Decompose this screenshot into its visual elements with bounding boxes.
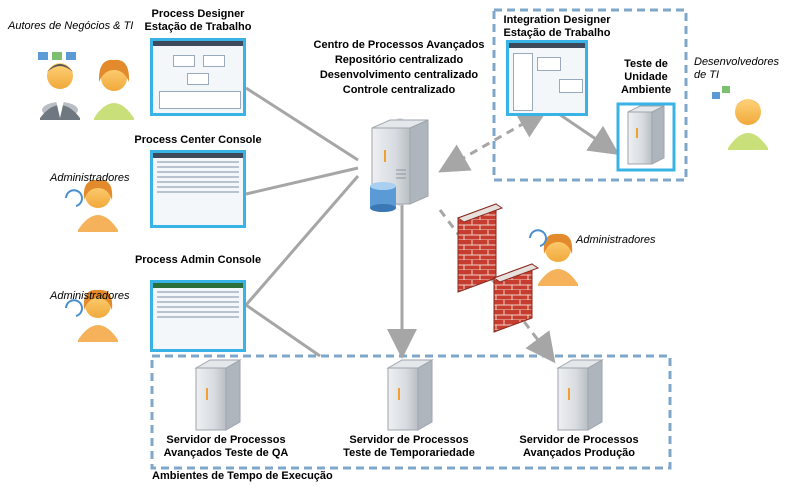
qa-server-line-2: Avançados Teste de QA [163, 447, 289, 459]
staging-server-icon [386, 359, 434, 431]
staging-server-line-1: Servidor de Processos [349, 434, 469, 446]
qa-server-line-1: Servidor de Processos [166, 434, 286, 446]
connector-pcconsole-center [245, 166, 359, 196]
process-designer-screen [150, 38, 246, 116]
admin-1-icon [65, 179, 118, 232]
qa-server-label: Servidor de Processos Avançados Teste de… [152, 434, 300, 460]
connector-integration-center [438, 109, 548, 173]
process-designer-title: Process Designer Estação de Trabalho [144, 8, 252, 34]
production-server-label: Servidor de Processos Avançados Produção [504, 434, 654, 460]
firewall-2 [492, 263, 540, 333]
admin-2-icon [65, 289, 118, 342]
integration-designer-line-2: Estação de Trabalho [503, 27, 611, 39]
integration-group-box [492, 8, 688, 182]
production-server-line-1: Servidor de Processos [519, 434, 639, 446]
connector-admin-center [244, 175, 360, 306]
unit-test-line-3: Ambiente [620, 84, 672, 96]
connector-designer-center [245, 86, 359, 162]
business-author-woman-icon [94, 59, 134, 120]
business-authors-label: Autores de Negócios & TI [8, 20, 134, 32]
process-center-console-screen [150, 150, 246, 228]
unit-test-server-icon [627, 105, 665, 165]
process-admin-console-screen [150, 280, 246, 352]
unit-test-line-1: Teste de [624, 58, 668, 70]
runtime-group-box [150, 354, 672, 470]
production-server-icon [556, 359, 604, 431]
integration-designer-line-1: Integration Designer [503, 14, 611, 26]
firewall-1 [456, 203, 504, 293]
center-line-1: Centro de Processos Avançados [313, 39, 485, 51]
unit-test-label: Teste de Unidade Ambiente [616, 58, 676, 97]
process-center-console-label: Process Center Console [134, 134, 262, 146]
qa-server-icon [194, 359, 242, 431]
runtime-group-label: Ambientes de Tempo de Execução [152, 470, 333, 482]
admins-label-3: Administradores [576, 234, 656, 246]
connector-admin-runtime [245, 303, 321, 358]
it-developer-icon [712, 86, 768, 150]
admin-3-icon [529, 229, 578, 286]
center-line-4: Controle centralizado [342, 84, 456, 96]
production-server-line-2: Avançados Produção [522, 447, 636, 459]
business-process-icon [38, 52, 76, 60]
unit-test-frame [616, 102, 676, 172]
process-designer-line-1: Process Designer [151, 8, 245, 20]
connector-designer-unittest [555, 110, 620, 156]
it-developers-label: Desenvolvedores de TI [694, 56, 779, 81]
staging-server-label: Servidor de Processos Teste de Temporari… [334, 434, 484, 460]
process-admin-console-label: Process Admin Console [134, 254, 262, 266]
staging-server-line-2: Teste de Temporariedade [343, 447, 475, 459]
admins-label-2: Administradores [50, 290, 130, 302]
unit-test-line-2: Unidade [624, 71, 668, 83]
center-description: Centro de Processos Avançados Repositóri… [290, 38, 508, 98]
business-author-man-icon [40, 63, 80, 120]
center-line-3: Desenvolvimento centralizado [319, 69, 479, 81]
center-line-2: Repositório centralizado [334, 54, 464, 66]
integration-designer-title: Integration Designer Estação de Trabalho [498, 14, 616, 40]
process-designer-line-2: Estação de Trabalho [144, 21, 252, 33]
database-icon [370, 182, 396, 212]
admins-label-1: Administradores [50, 172, 130, 184]
integration-designer-screen [506, 40, 588, 116]
